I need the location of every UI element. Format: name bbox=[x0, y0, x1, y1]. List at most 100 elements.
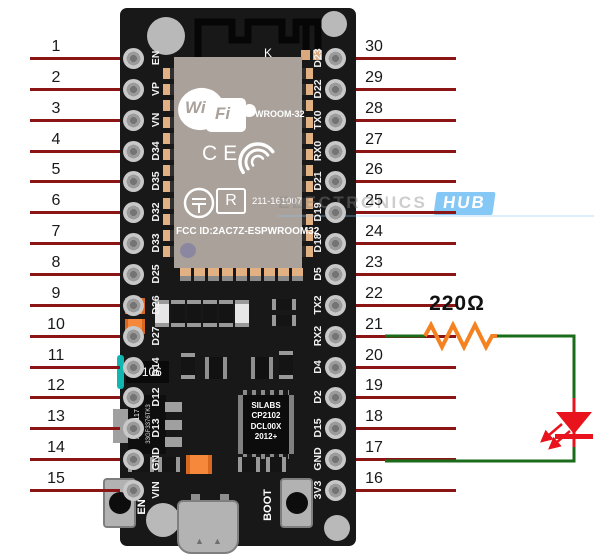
module-dot bbox=[180, 243, 196, 258]
pin-hole bbox=[325, 110, 346, 131]
pin-stub-right bbox=[356, 211, 456, 214]
smd-component bbox=[279, 351, 293, 379]
smd-component bbox=[251, 357, 273, 379]
pin-stub-right bbox=[356, 458, 456, 461]
pin-hole bbox=[123, 418, 144, 439]
led-icon bbox=[540, 398, 593, 450]
regulator-leg bbox=[165, 437, 182, 447]
pin-stub-right bbox=[356, 489, 456, 492]
module-pad bbox=[180, 268, 191, 281]
pin-stub-left bbox=[30, 304, 120, 307]
module-pad bbox=[302, 116, 313, 128]
pin-stub-right bbox=[356, 335, 456, 338]
chip-pins bbox=[243, 454, 289, 459]
module-pad bbox=[302, 132, 313, 144]
pin-hole bbox=[123, 48, 144, 69]
pin-number-left: 5 bbox=[51, 161, 61, 178]
pin-hole bbox=[325, 449, 346, 470]
pin-hole bbox=[325, 233, 346, 254]
pin-stub-left bbox=[30, 273, 120, 276]
chip-pins bbox=[243, 390, 289, 395]
r-certification-box: R bbox=[216, 188, 246, 214]
pin-stub-right bbox=[356, 396, 456, 399]
pin-hole bbox=[123, 387, 144, 408]
mounting-hole bbox=[324, 515, 350, 541]
module-pad bbox=[278, 268, 289, 281]
module-pad bbox=[163, 197, 174, 209]
boot-button-cap bbox=[286, 492, 308, 514]
module-pad bbox=[302, 246, 313, 258]
pin-hole bbox=[325, 295, 346, 316]
mounting-hole bbox=[147, 17, 185, 55]
smd-component bbox=[181, 353, 195, 379]
module-pad bbox=[208, 268, 219, 281]
pin-number-left: 4 bbox=[51, 131, 61, 148]
pin-hole bbox=[123, 141, 144, 162]
pin-number-right: 26 bbox=[365, 161, 383, 178]
regulator-leg bbox=[165, 402, 182, 412]
pin-hole bbox=[123, 449, 144, 470]
module-pad bbox=[194, 268, 205, 281]
pin-hole bbox=[123, 357, 144, 378]
module-pad bbox=[163, 132, 174, 144]
pin-number-right: 29 bbox=[365, 69, 383, 86]
pin-hole bbox=[123, 233, 144, 254]
module-pad bbox=[236, 268, 247, 281]
en-button bbox=[103, 478, 136, 528]
smd-resistor bbox=[171, 300, 185, 327]
pin-stub-right bbox=[356, 242, 456, 245]
module-pad bbox=[163, 165, 174, 177]
pin-number-left: 15 bbox=[47, 470, 65, 487]
pin-stub-left bbox=[30, 150, 120, 153]
module-pad bbox=[163, 84, 174, 96]
usb-solder-mark: ▲ bbox=[195, 536, 204, 546]
module-pad bbox=[302, 84, 313, 96]
pin-hole bbox=[325, 387, 346, 408]
pin-stub-left bbox=[30, 242, 120, 245]
pin-hole bbox=[123, 171, 144, 192]
pin-stub-right bbox=[356, 88, 456, 91]
smd-resistor bbox=[235, 300, 249, 327]
pin-stub-left bbox=[30, 180, 120, 183]
pin-stub-left bbox=[30, 366, 120, 369]
espressif-logo-icon bbox=[238, 142, 275, 175]
pin-hole bbox=[325, 357, 346, 378]
pin-hole bbox=[325, 326, 346, 347]
pin-hole bbox=[325, 264, 346, 285]
pin-number-left: 10 bbox=[47, 316, 65, 333]
module-pad bbox=[163, 246, 174, 258]
module-pad bbox=[302, 197, 313, 209]
pin-number-right: 27 bbox=[365, 131, 383, 148]
regulator-leg bbox=[165, 420, 182, 430]
smd-component bbox=[158, 457, 180, 472]
pin-number-left: 14 bbox=[47, 439, 65, 456]
pin-stub-right bbox=[356, 57, 456, 60]
pin-stub-left bbox=[30, 57, 120, 60]
pin-hole bbox=[325, 48, 346, 69]
module-pad bbox=[163, 116, 174, 128]
pin-stub-left bbox=[30, 489, 120, 492]
pin-number-right: 24 bbox=[365, 223, 383, 240]
pin-hole bbox=[325, 480, 346, 501]
cert-number: 211-161007 bbox=[252, 196, 303, 207]
ce-mark: CE bbox=[202, 142, 244, 165]
usb-solder-mark: ▲ bbox=[213, 536, 222, 546]
smd-resistor bbox=[187, 300, 201, 327]
pin-stub-right bbox=[356, 150, 456, 153]
pin-label-vin: VIN bbox=[150, 481, 162, 499]
pin-hole bbox=[325, 202, 346, 223]
module-pad bbox=[264, 268, 275, 281]
pin-number-left: 9 bbox=[51, 285, 61, 302]
cp2102-chip: SILABS CP2102 DCL00X 2012+ bbox=[238, 395, 294, 454]
smd-resistor bbox=[219, 300, 233, 327]
pin-number-right: 28 bbox=[365, 100, 383, 117]
pin-stub-left bbox=[30, 88, 120, 91]
usb-pin bbox=[191, 494, 200, 504]
fcc-id: FCC ID:2AC7Z-ESPWROOM32 bbox=[176, 226, 320, 237]
boot-button-label: BOOT bbox=[262, 489, 274, 521]
mounting-hole bbox=[146, 503, 180, 537]
smd-component bbox=[238, 457, 260, 472]
pin-stub-left bbox=[30, 396, 120, 399]
resistor-value-label: 220Ω bbox=[429, 292, 485, 315]
